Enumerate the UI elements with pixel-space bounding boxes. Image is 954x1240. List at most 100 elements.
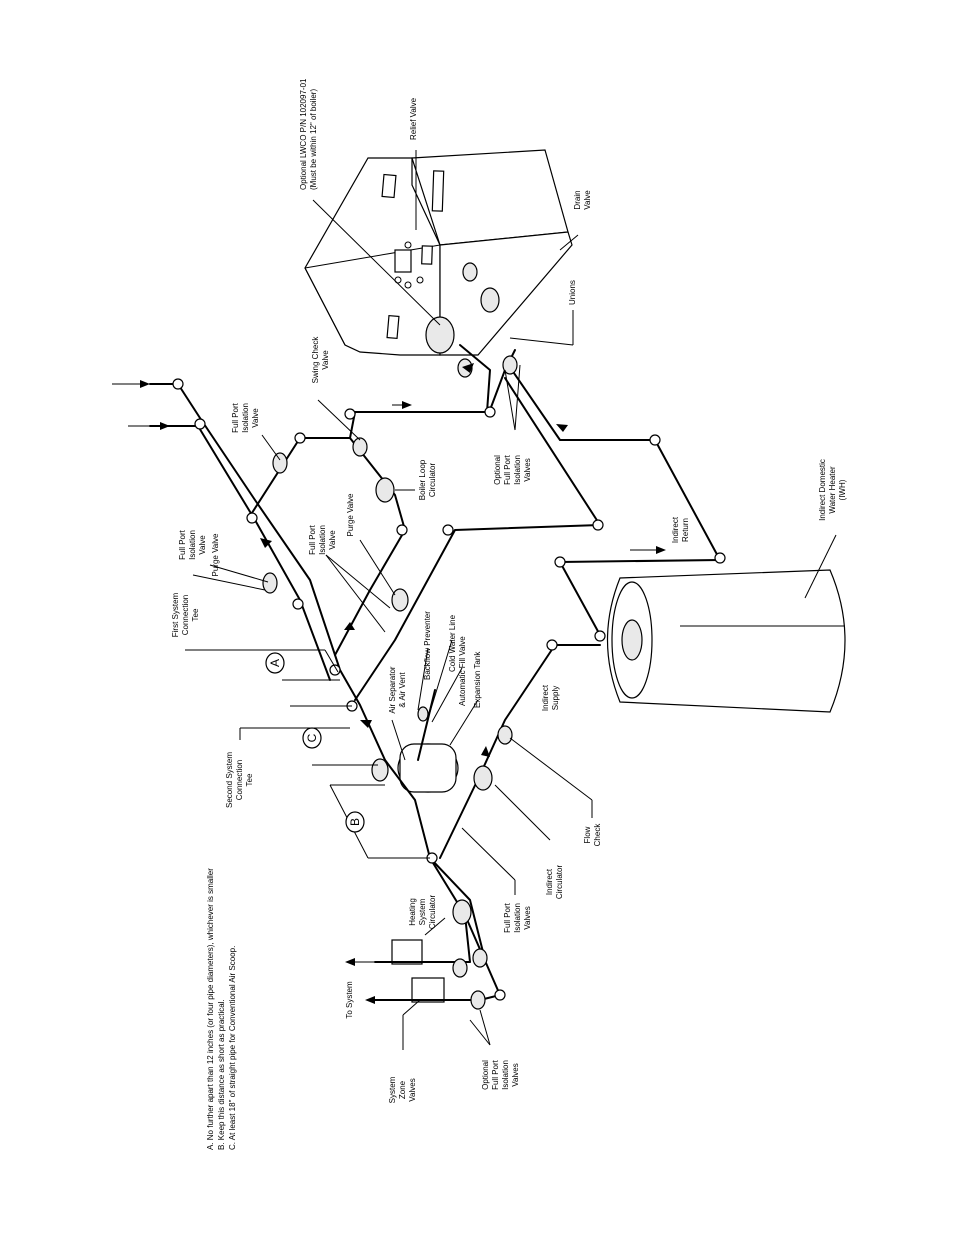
svg-text:Indirect: Indirect xyxy=(541,684,550,711)
expansion-tank xyxy=(397,743,459,793)
note-a: A. No further apart than 12 inches (or f… xyxy=(206,868,215,1150)
svg-text:Isolation: Isolation xyxy=(513,455,522,485)
note-c: C. At least 18" of straight pipe for Con… xyxy=(228,946,237,1150)
svg-text:Second System: Second System xyxy=(225,752,234,808)
callout-c: C xyxy=(302,727,322,749)
label-air-separator: Air Separator & Air Vent xyxy=(388,666,407,713)
label-boiler-loop-circ: Boiler Loop Circulator xyxy=(418,459,437,500)
svg-text:Swing Check: Swing Check xyxy=(311,336,320,384)
label-expansion-tank: Expansion Tank xyxy=(473,651,482,708)
svg-text:Valve: Valve xyxy=(583,190,592,210)
label-second-tee: Second System Connection Tee xyxy=(225,752,254,808)
svg-text:Valve: Valve xyxy=(321,350,330,370)
label-first-tee: First System Connection Tee xyxy=(171,592,200,637)
svg-text:Boiler Loop: Boiler Loop xyxy=(418,459,427,500)
label-auto-fill: Automatic Fill Valve xyxy=(458,636,467,706)
callout-a: A xyxy=(265,652,285,674)
label-fp-iso-top: Full Port Isolation Valve xyxy=(231,402,260,433)
svg-text:Full Port: Full Port xyxy=(503,454,512,485)
fittings xyxy=(172,262,726,1010)
boiler xyxy=(304,149,573,356)
callout-a-label: A xyxy=(268,659,282,667)
svg-text:Indirect: Indirect xyxy=(545,868,554,895)
label-relief-valve: Relief Valve xyxy=(409,97,418,140)
svg-text:Valve: Valve xyxy=(198,535,207,555)
svg-text:Full Port: Full Port xyxy=(178,529,187,560)
zone-valve-upper xyxy=(391,939,423,965)
note-b: B. Keep this distance as short as practi… xyxy=(217,999,226,1150)
flow-arrows xyxy=(112,363,666,1004)
label-flow-check: Flow Check xyxy=(583,823,602,847)
svg-text:Circulator: Circulator xyxy=(555,865,564,900)
label-to-system: To System xyxy=(345,981,354,1019)
svg-text:Tee: Tee xyxy=(191,608,200,621)
svg-text:Circulator: Circulator xyxy=(428,463,437,498)
label-fp-iso-mid: Full Port Isolation Valve xyxy=(308,524,337,555)
svg-text:Isolation: Isolation xyxy=(188,530,197,560)
label-heating-circulator: Heating System Circulator xyxy=(408,895,437,930)
label-opt-fp-iso-bottom: Optional Full Port Isolation Valves xyxy=(481,1059,520,1090)
svg-text:Supply: Supply xyxy=(551,686,560,710)
svg-text:First System: First System xyxy=(171,592,180,637)
svg-text:Full Port: Full Port xyxy=(503,902,512,933)
svg-text:System: System xyxy=(388,1076,397,1103)
svg-text:Connection: Connection xyxy=(235,760,244,800)
label-zone-valves: System Zone Valves xyxy=(388,1076,417,1103)
label-purge-left: Purge Valve xyxy=(211,533,220,577)
svg-text:Full Port: Full Port xyxy=(491,1059,500,1090)
svg-text:Water Heater: Water Heater xyxy=(828,466,837,514)
label-indirect-supply: Indirect Supply xyxy=(541,684,560,711)
label-drain-valve: Drain Valve xyxy=(573,190,592,210)
svg-text:Indirect Domestic: Indirect Domestic xyxy=(818,459,827,521)
label-indirect-return: Indirect Return xyxy=(671,516,690,543)
svg-text:Isolation: Isolation xyxy=(241,403,250,433)
indirect-water-heater xyxy=(606,569,846,713)
svg-text:Isolation: Isolation xyxy=(513,903,522,933)
svg-text:Isolation: Isolation xyxy=(318,525,327,555)
svg-text:Valves: Valves xyxy=(511,1063,520,1086)
label-fp-iso-left: Full Port Isolation Valve xyxy=(178,529,207,560)
svg-text:(Must be within 12" of boiler): (Must be within 12" of boiler) xyxy=(309,89,318,190)
label-opt-fp-iso-top: Optional Full Port Isolation Valves xyxy=(493,454,532,485)
svg-text:Tee: Tee xyxy=(245,773,254,786)
svg-text:Optional: Optional xyxy=(493,455,502,485)
svg-text:Full Port: Full Port xyxy=(308,524,317,555)
callout-c-label: C xyxy=(305,733,319,742)
svg-text:System: System xyxy=(418,898,427,925)
label-indirect-circulator: Indirect Circulator xyxy=(545,865,564,900)
label-backflow: Backflow Preventer xyxy=(423,611,432,680)
svg-text:Flow: Flow xyxy=(583,826,592,843)
svg-text:Air Separator: Air Separator xyxy=(388,666,397,713)
label-cold-water: Cold Water Line xyxy=(448,614,457,672)
svg-text:Heating: Heating xyxy=(408,898,417,926)
svg-text:Circulator: Circulator xyxy=(428,895,437,930)
svg-text:Valve: Valve xyxy=(251,408,260,428)
svg-text:Drain: Drain xyxy=(573,190,582,209)
svg-text:Indirect: Indirect xyxy=(671,516,680,543)
svg-text:(IWH): (IWH) xyxy=(838,479,847,500)
zone-valve-lower xyxy=(411,977,445,1003)
label-fp-iso-bottom: Full Port Isolation Valves xyxy=(503,902,532,933)
svg-text:Zone: Zone xyxy=(398,1080,407,1099)
svg-text:Optional: Optional xyxy=(481,1060,490,1090)
svg-text:Isolation: Isolation xyxy=(501,1060,510,1090)
svg-text:Valves: Valves xyxy=(523,458,532,481)
svg-text:Valves: Valves xyxy=(523,906,532,929)
notes: A. No further apart than 12 inches (or f… xyxy=(206,868,237,1150)
svg-text:Connection: Connection xyxy=(181,595,190,635)
svg-text:Valves: Valves xyxy=(408,1078,417,1101)
svg-text:Optional LWCO P/N 102097-01: Optional LWCO P/N 102097-01 xyxy=(299,78,308,190)
svg-text:Check: Check xyxy=(593,823,602,847)
label-iwh: Indirect Domestic Water Heater (IWH) xyxy=(818,459,847,521)
svg-text:Valve: Valve xyxy=(328,530,337,550)
label-unions: Unions xyxy=(568,280,577,305)
label-swing-check: Swing Check Valve xyxy=(311,336,330,384)
label-lwco: Optional LWCO P/N 102097-01 (Must be wit… xyxy=(299,78,318,190)
callout-b-label: B xyxy=(348,818,362,826)
svg-text:& Air Vent: & Air Vent xyxy=(398,672,407,708)
label-purge-mid: Purge Valve xyxy=(346,493,355,537)
svg-text:Return: Return xyxy=(681,518,690,542)
callout-b: B xyxy=(345,811,365,833)
